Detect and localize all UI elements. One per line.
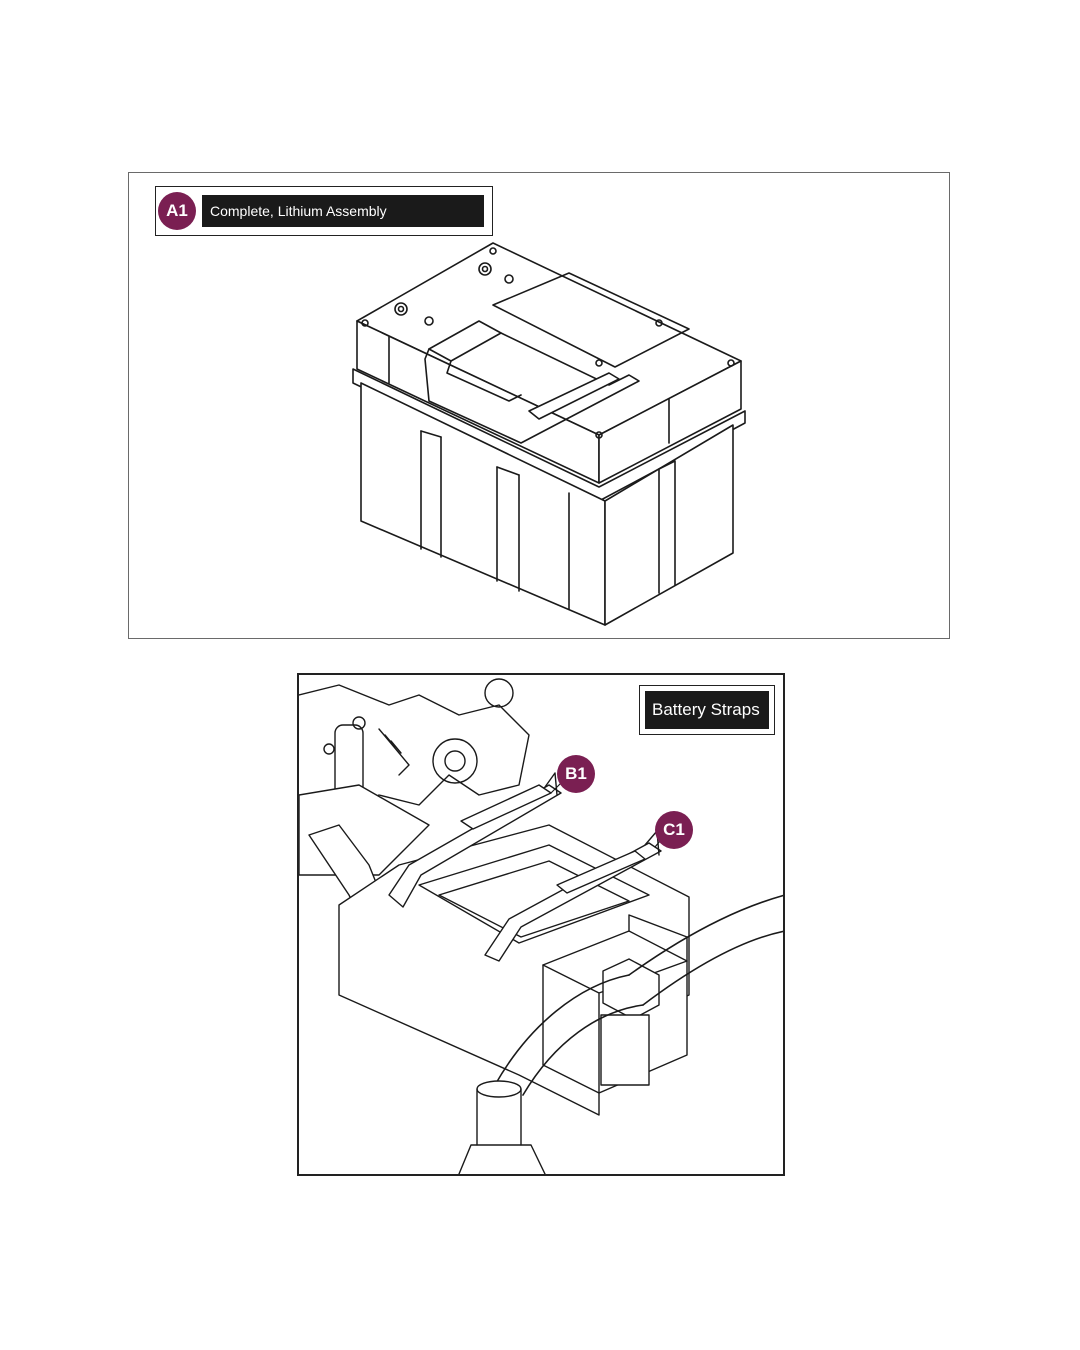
assembly-title: Complete, Lithium Assembly [202, 195, 484, 227]
battery-straps-drawing [299, 678, 783, 1174]
callout-a1: A1 [158, 192, 196, 230]
assembly-title-box: A1 Complete, Lithium Assembly [155, 186, 493, 236]
callout-c1: C1 [655, 811, 693, 849]
battery-assembly-drawing [352, 242, 746, 626]
battery-straps-panel: Battery Straps B1 C1 [297, 673, 785, 1176]
battery-assembly-panel: A1 Complete, Lithium Assembly [128, 172, 950, 639]
straps-title-box: Battery Straps [639, 685, 775, 735]
straps-title: Battery Straps [645, 691, 769, 729]
callout-b1: B1 [557, 755, 595, 793]
